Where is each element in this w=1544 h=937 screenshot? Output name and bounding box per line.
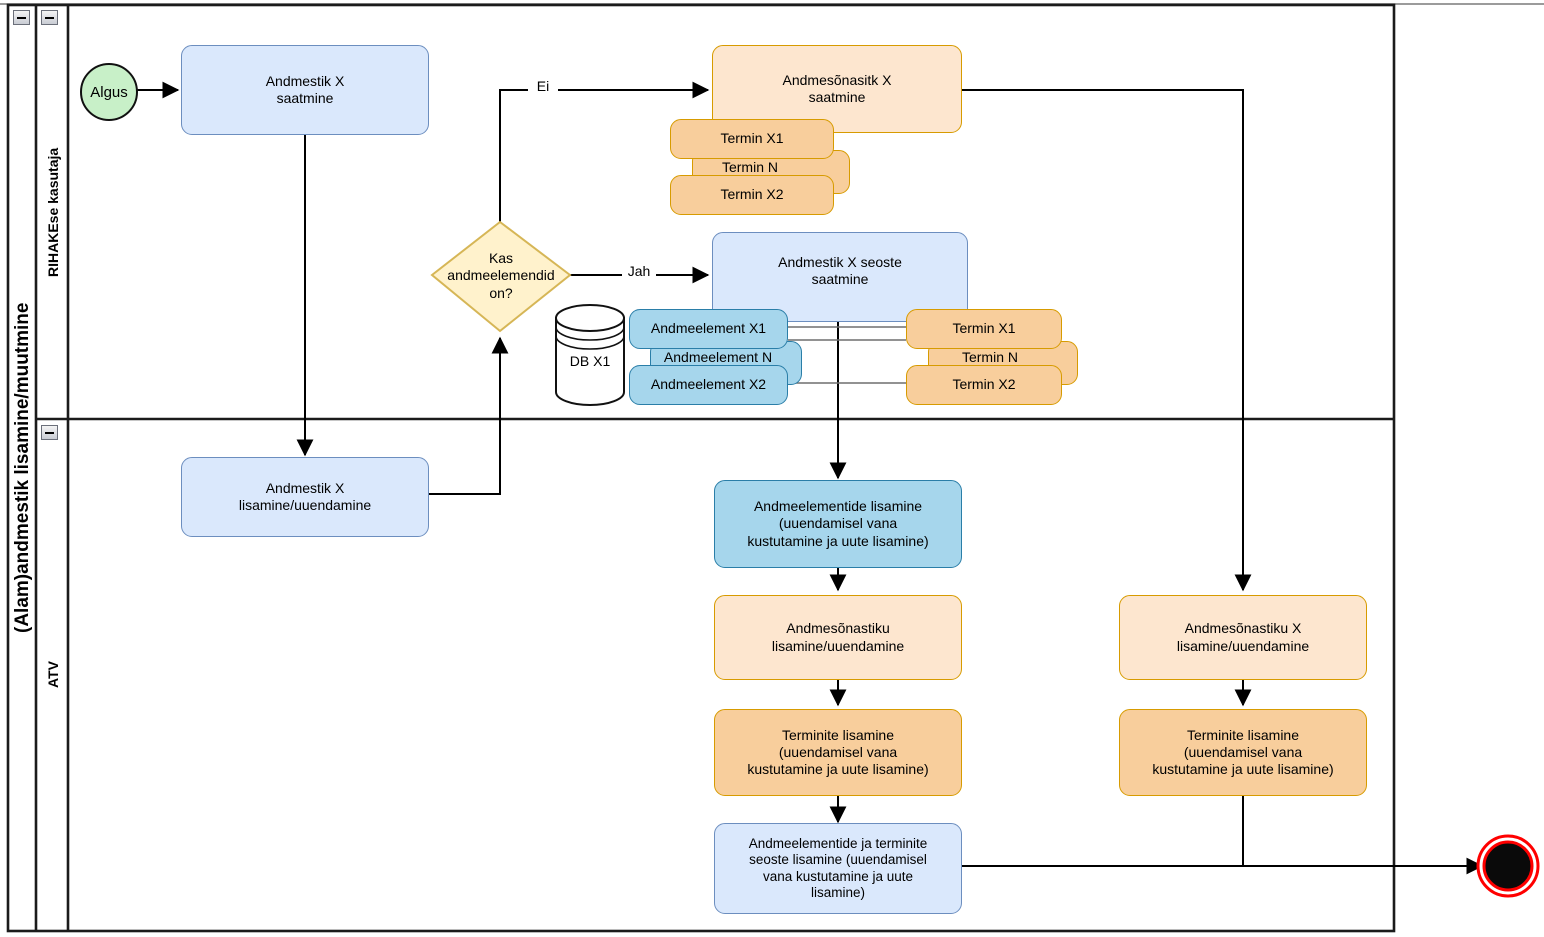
pool-collapse-button[interactable]	[13, 10, 30, 25]
data-object-termin-x2-top[interactable]	[670, 175, 834, 215]
task-terminite-lisamine-center[interactable]	[714, 709, 962, 796]
task-andmestik-x-seoste-saatmine[interactable]	[712, 232, 968, 322]
data-object-termin-x1-top[interactable]	[670, 119, 834, 159]
lane-title-rihake: RIHAKEse kasutaja	[45, 147, 61, 278]
lane-collapse-button-atv[interactable]	[41, 425, 58, 440]
task-terminite-lisamine-right[interactable]	[1119, 709, 1367, 796]
start-event-label: Algus	[90, 83, 128, 101]
database-cylinder	[555, 304, 625, 406]
gateway-diamond	[430, 220, 572, 333]
data-object-termin-x2-right[interactable]	[906, 365, 1062, 405]
data-object-termin-x1-right[interactable]	[906, 309, 1062, 349]
data-object-andmeelement-x1[interactable]	[629, 309, 788, 349]
task-andmesonastiku-lisamine-uuendamine[interactable]	[714, 595, 962, 680]
task-andmesonastiku-x-lisamine-uuendamine[interactable]	[1119, 595, 1367, 680]
task-andmeelementide-lisamine[interactable]	[714, 480, 962, 568]
task-andmesonasitk-x-saatmine[interactable]	[712, 45, 962, 133]
data-object-andmeelement-x2[interactable]	[629, 365, 788, 405]
end-event	[1476, 834, 1540, 898]
pool-title: (Alam)andmestik lisamine/muutmine	[12, 302, 33, 634]
minus-icon	[45, 431, 54, 434]
minus-icon	[17, 16, 26, 19]
task-andmeelementide-ja-terminite-seoste-lisamine[interactable]	[714, 823, 962, 914]
task-andmestik-x-lisamine-uuendamine[interactable]	[181, 457, 429, 537]
lane-collapse-button-rihake[interactable]	[41, 10, 58, 25]
minus-icon	[45, 16, 54, 19]
lane-title-atv: ATV	[45, 661, 61, 689]
start-event[interactable]: Algus	[80, 63, 138, 121]
task-andmestik-x-saatmine[interactable]	[181, 45, 429, 135]
